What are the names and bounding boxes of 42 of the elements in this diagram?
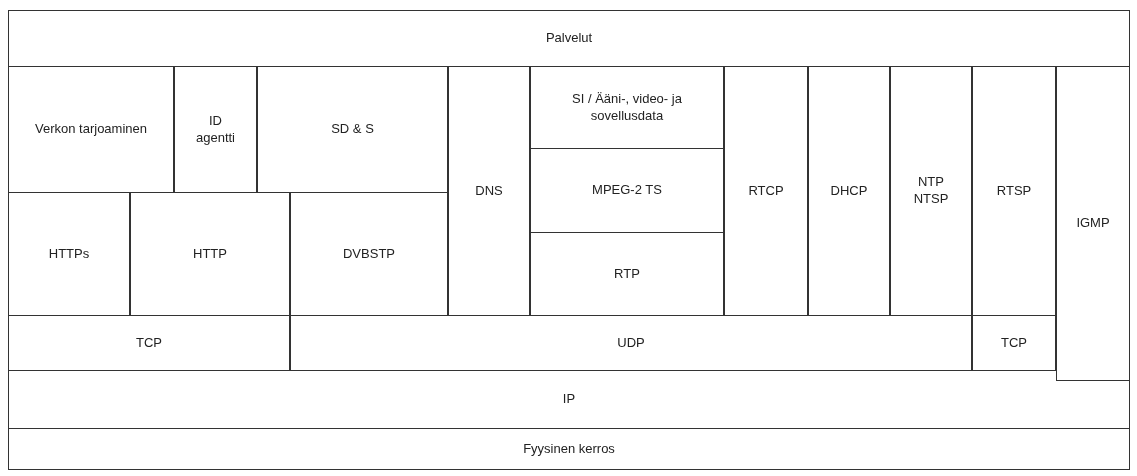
layer-label: Palvelut: [545, 30, 593, 47]
layer-label: HTTPs: [48, 245, 90, 263]
protocol-layer-box: [8, 192, 130, 316]
layer-label: TCP: [1001, 334, 1027, 352]
layer-label: IP: [562, 391, 576, 408]
layer-label: TCP: [136, 334, 162, 352]
layer-label: Fyysinen kerros: [523, 440, 615, 458]
protocol-layer-box: [290, 192, 448, 316]
protocol-layer-box: [8, 315, 290, 371]
protocol-layer-box: [530, 66, 724, 149]
layer-label: RTCP: [748, 182, 784, 200]
layer-label: SD & S: [331, 121, 374, 138]
layer-label: UDP: [617, 334, 645, 352]
protocol-layer-box: [1056, 66, 1130, 381]
protocol-layer-box: [972, 315, 1056, 371]
protocol-layer-box: [530, 148, 724, 233]
layer-label: SI / Ääni-, video- ja sovellusdata: [571, 90, 683, 125]
protocol-layer-box: [174, 66, 257, 193]
protocol-layer-box: [130, 192, 290, 316]
layer-label: DHCP: [830, 182, 868, 200]
layer-label: Verkon tarjoaminen: [35, 121, 147, 138]
layer-label: DNS: [475, 182, 503, 200]
layer-label: ID agentti: [194, 112, 236, 147]
layer-label: DVBSTP: [343, 245, 395, 263]
protocol-layer-box: [8, 10, 1130, 67]
protocol-layer-box: [8, 428, 1130, 470]
layer-label: MPEG-2 TS: [592, 182, 662, 199]
layer-label: HTTP: [193, 245, 227, 263]
layer-label: NTP NTSP: [913, 174, 949, 208]
protocol-layer-box: [972, 66, 1056, 316]
protocol-layer-box: [257, 66, 448, 193]
layer-label: RTSP: [996, 182, 1032, 200]
protocol-layer-box: [8, 370, 1130, 429]
protocol-layer-box: [8, 66, 174, 193]
protocol-layer-box: [890, 66, 972, 316]
protocol-layer-box: [530, 232, 724, 316]
protocol-layer-box: [290, 315, 972, 371]
protocol-layer-box: [724, 66, 808, 316]
protocol-layer-box: [448, 66, 530, 316]
layer-label: RTP: [614, 265, 640, 283]
layer-label: IGMP: [1076, 215, 1110, 232]
protocol-layer-box: [808, 66, 890, 316]
